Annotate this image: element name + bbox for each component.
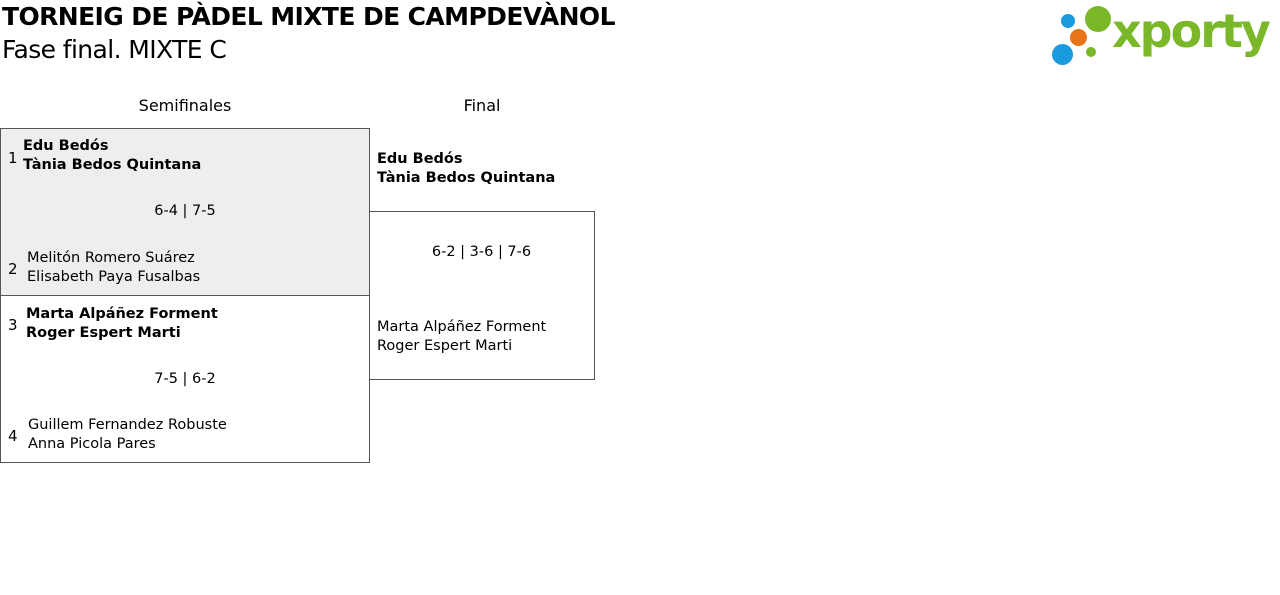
seed-number: 1	[8, 149, 18, 167]
player-name: Tània Bedos Quintana	[377, 170, 556, 186]
player-name: Roger Espert Marti	[377, 338, 513, 354]
match-score: 6-4 | 7-5	[154, 203, 216, 219]
logo-dot-blue-small-icon	[1061, 14, 1075, 28]
seed-number: 3	[8, 316, 18, 334]
round-header-semifinals: Semifinales	[138, 96, 232, 115]
semifinal-match-2: 3 Marta Alpáñez Forment Roger Espert Mar…	[0, 295, 370, 463]
player-name: Anna Picola Pares	[28, 436, 156, 452]
player-name: Roger Espert Marti	[26, 325, 181, 341]
logo-dot-blue-large-icon	[1052, 44, 1073, 65]
final-match-bracket	[369, 211, 595, 380]
final-match-score: 6-2 | 3-6 | 7-6	[431, 244, 532, 260]
semifinal-match-1: 1 Edu Bedós Tània Bedos Quintana 6-4 | 7…	[0, 128, 370, 296]
team-names: Melitón Romero Suárez Elisabeth Paya Fus…	[27, 249, 200, 287]
player-name: Marta Alpáñez Forment	[377, 319, 547, 335]
final-team-runner-up: Marta Alpáñez Forment Roger Espert Marti	[377, 318, 546, 356]
tournament-title: TORNEIG DE PÀDEL MIXTE DE CAMPDEVÀNOL	[2, 2, 616, 31]
team-names: Marta Alpáñez Forment Roger Espert Marti	[26, 305, 218, 343]
round-header-final: Final	[463, 96, 501, 115]
player-name: Tània Bedos Quintana	[23, 157, 202, 173]
team-names: Edu Bedós Tània Bedos Quintana	[23, 137, 201, 175]
player-name: Melitón Romero Suárez	[27, 250, 195, 266]
team-names: Guillem Fernandez Robuste Anna Picola Pa…	[28, 416, 227, 454]
player-name: Guillem Fernandez Robuste	[28, 417, 227, 433]
player-name: Marta Alpáñez Forment	[26, 306, 218, 322]
logo-dot-green-small-icon	[1086, 47, 1096, 57]
phase-subtitle: Fase final. MIXTE C	[2, 35, 227, 64]
logo-wordmark: xporty	[1112, 4, 1271, 58]
seed-number: 4	[8, 427, 18, 445]
seed-number: 2	[8, 260, 18, 278]
player-name: Edu Bedós	[23, 138, 109, 154]
xporty-logo[interactable]: xporty	[1048, 2, 1278, 68]
logo-dot-orange-icon	[1070, 29, 1087, 46]
player-name: Edu Bedós	[377, 151, 463, 167]
match-score: 7-5 | 6-2	[154, 371, 216, 387]
final-team-winner: Edu Bedós Tània Bedos Quintana	[377, 150, 555, 188]
player-name: Elisabeth Paya Fusalbas	[27, 269, 201, 285]
logo-dot-green-icon	[1085, 6, 1111, 32]
